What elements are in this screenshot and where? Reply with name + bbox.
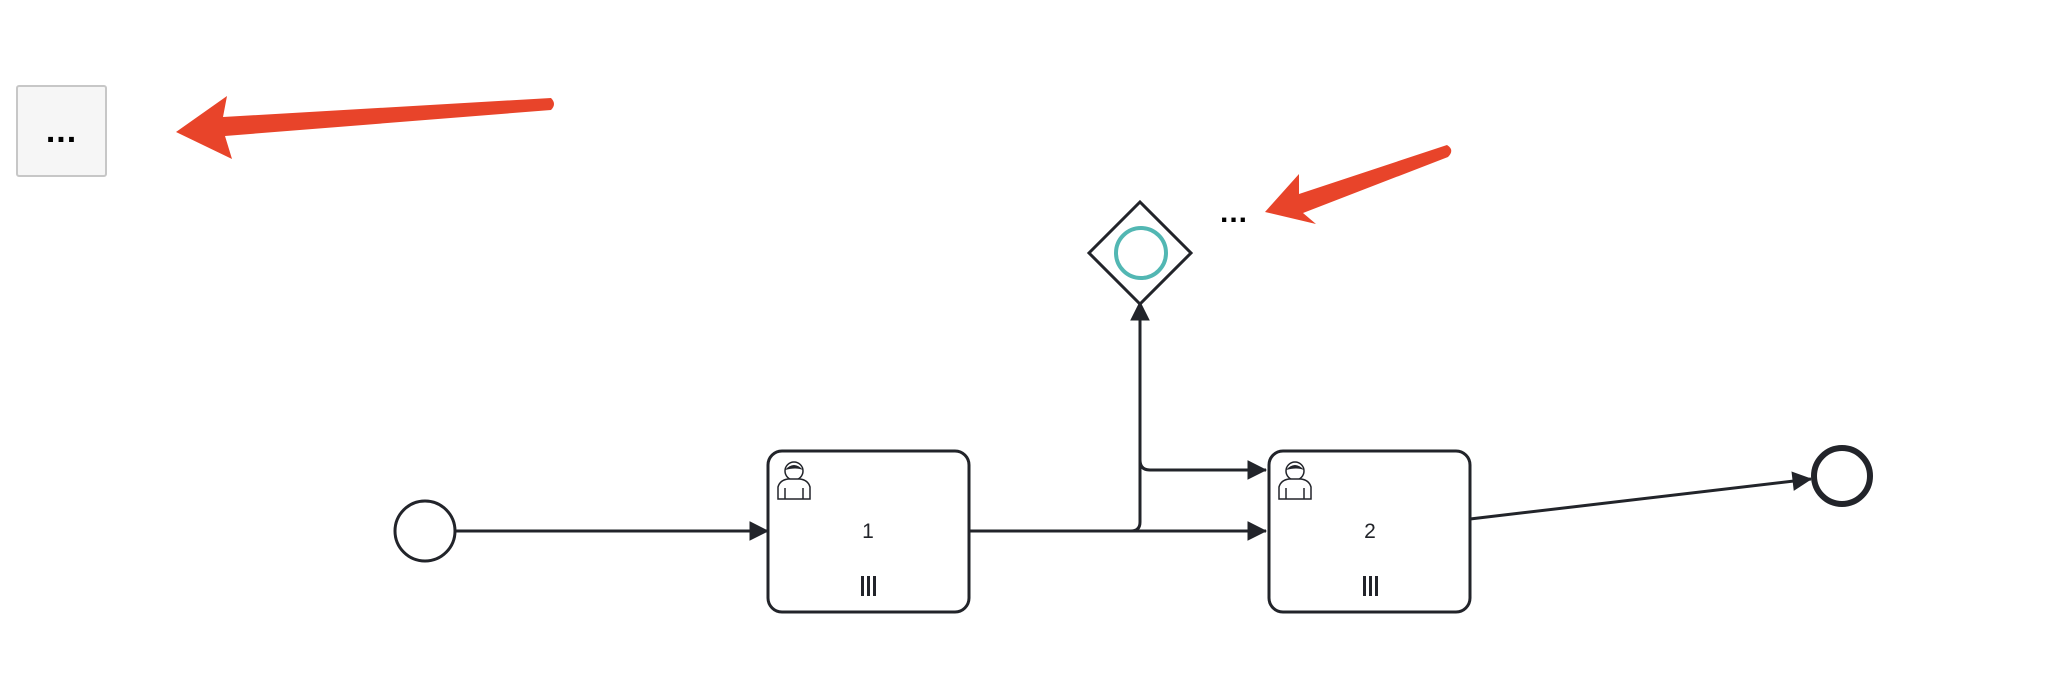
parallel-multi-instance-icon xyxy=(1363,576,1378,596)
gateway-event-circle xyxy=(1114,226,1168,280)
more-options-button[interactable]: ... xyxy=(16,85,107,177)
sequence-flow[interactable] xyxy=(1138,459,1266,470)
user-task-2[interactable]: 2 xyxy=(1267,449,1472,614)
parallel-multi-instance-icon xyxy=(861,576,876,596)
sequence-flow[interactable] xyxy=(1469,479,1811,521)
end-event[interactable] xyxy=(1811,445,1873,507)
event-based-gateway[interactable] xyxy=(1086,199,1194,307)
user-icon xyxy=(1278,461,1312,500)
user-icon xyxy=(777,461,811,500)
start-event[interactable] xyxy=(393,499,457,563)
annotation-arrow-icon xyxy=(176,96,554,159)
sequence-flow[interactable] xyxy=(969,302,1140,533)
task-label: 2 xyxy=(1364,520,1376,543)
gateway-more-options[interactable]: ... xyxy=(1220,196,1248,229)
user-task-1[interactable]: 1 xyxy=(766,449,971,614)
task-label: 1 xyxy=(862,520,874,543)
annotation-arrow-icon xyxy=(1265,145,1452,224)
